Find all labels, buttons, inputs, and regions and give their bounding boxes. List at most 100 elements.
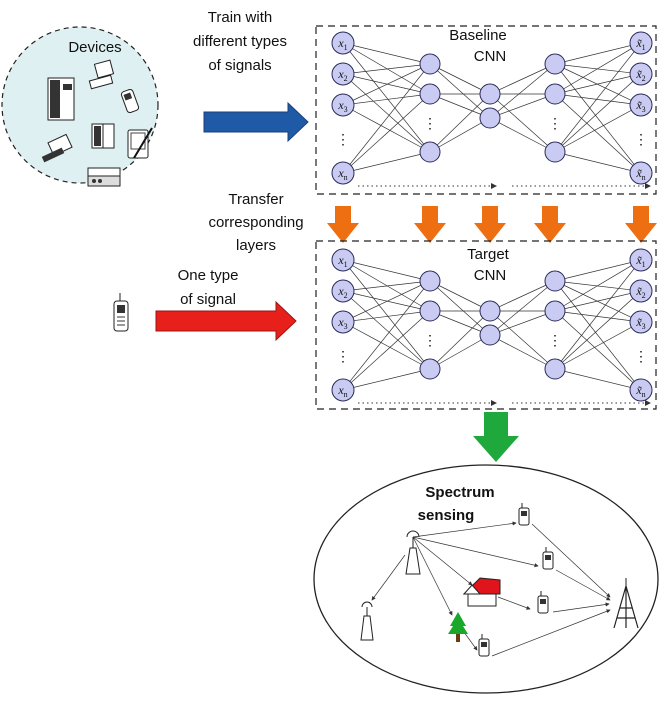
input-node xyxy=(331,279,355,303)
red-arrow xyxy=(155,300,297,342)
network-edge xyxy=(342,309,431,323)
network-edge xyxy=(554,259,642,312)
baseline-cnn-title: Baseline CNN xyxy=(449,27,507,65)
baseline-cnn-box xyxy=(315,25,657,195)
network-edge xyxy=(429,63,491,119)
orange-transfer-arrow xyxy=(534,206,566,243)
network-edge xyxy=(342,290,431,370)
network-edge xyxy=(489,280,556,312)
orange-transfer-arrow xyxy=(414,206,446,243)
network-edge xyxy=(342,280,431,323)
network-edge xyxy=(342,150,431,174)
network-edge xyxy=(554,72,642,95)
network-edge xyxy=(554,104,642,153)
house-icon xyxy=(462,577,501,607)
svg-text:Transfer: Transfer xyxy=(228,191,283,208)
tree-icon xyxy=(448,612,468,642)
network-edge xyxy=(342,93,431,174)
ellipsis: ⋮ xyxy=(548,332,562,348)
network-edge xyxy=(342,259,431,312)
svg-text:One type: One type xyxy=(178,267,239,284)
sensing-links xyxy=(371,521,611,657)
output-node xyxy=(629,310,653,334)
svg-text:of signals: of signals xyxy=(208,57,271,74)
network-edge xyxy=(342,310,431,391)
network-edge xyxy=(489,63,556,95)
output-node xyxy=(629,279,653,303)
ellipsis: ⋮ xyxy=(634,131,648,147)
input-node-label: x3 xyxy=(337,98,347,114)
network-edge xyxy=(342,73,431,96)
hidden-node xyxy=(419,300,441,322)
network-edge xyxy=(342,280,431,391)
network-edge xyxy=(342,104,431,153)
orange-transfer-arrow xyxy=(474,206,506,243)
input-node-label: x2 xyxy=(337,284,347,300)
network-edge xyxy=(342,42,431,95)
output-node-label: x̃3 xyxy=(635,98,645,114)
network-edge xyxy=(429,310,491,336)
network-edge xyxy=(554,151,642,175)
svg-text:Target: Target xyxy=(467,246,510,263)
output-node xyxy=(629,93,653,117)
network-edge xyxy=(342,367,431,391)
hidden-node xyxy=(479,107,501,129)
network-edge xyxy=(554,368,642,392)
hidden-node xyxy=(544,141,566,163)
hidden-node xyxy=(419,270,441,292)
network-edge xyxy=(554,41,642,65)
network-edge xyxy=(342,42,431,66)
ellipsis: ⋮ xyxy=(336,131,350,147)
network-edge xyxy=(554,73,642,153)
network-edge xyxy=(429,310,491,370)
output-node xyxy=(629,248,653,272)
target-cnn-title: Target CNN xyxy=(467,246,510,284)
input-node-label: xn xyxy=(337,166,347,182)
input-node xyxy=(331,31,355,55)
output-node-label: x̃n xyxy=(635,166,645,182)
devices-title: Devices xyxy=(68,39,121,56)
network-edge xyxy=(554,42,642,153)
hidden-node xyxy=(544,83,566,105)
svg-text:Train with: Train with xyxy=(208,9,272,26)
network-edge xyxy=(489,117,556,153)
receiver-phone-icon xyxy=(478,634,490,657)
network-edge xyxy=(429,93,491,153)
output-node-label: x̃1 xyxy=(635,253,645,269)
network-edge xyxy=(489,310,556,370)
orange-transfer-arrow xyxy=(625,206,657,243)
network-edge xyxy=(342,62,431,75)
ellipsis: ⋮ xyxy=(423,115,437,131)
network-edge xyxy=(554,258,642,282)
receiver-phones xyxy=(478,503,554,657)
ellipsis: ⋮ xyxy=(634,348,648,364)
devices-circle xyxy=(1,26,159,184)
output-node-label: x̃1 xyxy=(635,36,645,52)
network-edge xyxy=(554,63,642,76)
network-edge xyxy=(489,93,556,153)
hidden-node xyxy=(544,300,566,322)
hidden-node xyxy=(479,300,501,322)
svg-text:Baseline: Baseline xyxy=(449,27,507,44)
network-edge xyxy=(554,63,642,174)
network-edge xyxy=(342,321,431,370)
blue-arrow xyxy=(203,101,309,143)
network-edge xyxy=(554,289,642,312)
ellipsis: ⋮ xyxy=(423,332,437,348)
network-edge xyxy=(554,280,642,293)
input-node-label: x2 xyxy=(337,67,347,83)
network-edge xyxy=(429,334,491,370)
orange-transfer-arrows xyxy=(327,206,657,243)
output-node-label: x̃n xyxy=(635,383,645,399)
transfer-label: Transfer corresponding layers xyxy=(208,191,303,254)
laptop-icon xyxy=(41,133,73,163)
desktop-computer-icon xyxy=(88,59,115,90)
network-edge xyxy=(429,117,491,153)
svg-text:CNN: CNN xyxy=(474,48,507,65)
input-node xyxy=(331,378,355,402)
ellipsis: ⋮ xyxy=(336,348,350,364)
router-icon xyxy=(87,167,121,187)
receiver-tower-icon xyxy=(613,578,639,629)
svg-text:of signal: of signal xyxy=(180,291,236,308)
